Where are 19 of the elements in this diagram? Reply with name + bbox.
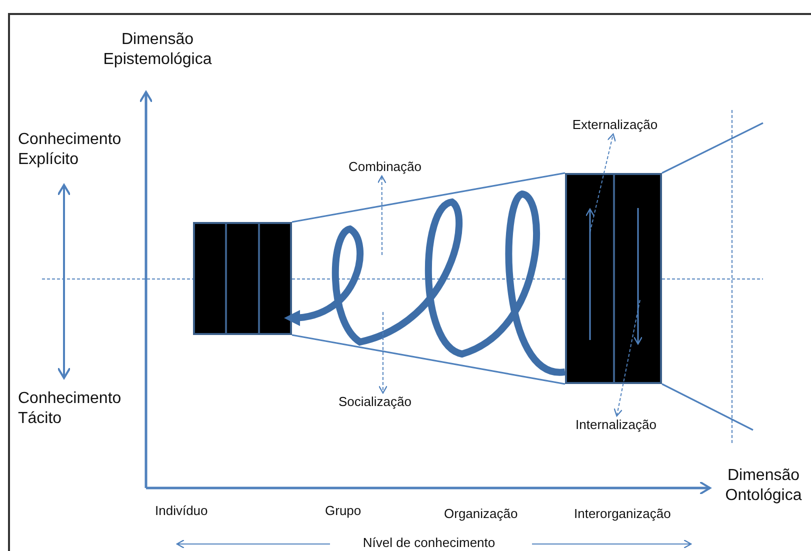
axis-label: Dimensão Epistemológica — [102, 30, 213, 70]
axis-label: Conhecimento Explícito — [18, 130, 122, 170]
axis-label: Conhecimento Tácito — [18, 389, 122, 429]
process-label: Socialização — [322, 392, 428, 412]
process-label: Internalização — [556, 415, 676, 435]
axis-label: Nível de conhecimento — [362, 535, 496, 551]
axis-label: Dimensão Ontológica — [724, 466, 803, 506]
knowledge-block — [565, 173, 662, 384]
axis-label: Indivíduo — [155, 503, 209, 520]
dashed-arrow — [377, 175, 386, 256]
dashed-arrow — [378, 312, 388, 394]
dashed-arrow — [614, 300, 640, 417]
axis-label: Interorganização — [574, 506, 672, 522]
axis-label: Grupo — [325, 503, 362, 520]
spiral-arrow — [284, 190, 566, 376]
axis-label: Organização — [444, 506, 519, 522]
process-label: Combinação — [332, 157, 438, 177]
knowledge-block — [193, 222, 292, 335]
process-label: Externalização — [555, 115, 675, 135]
